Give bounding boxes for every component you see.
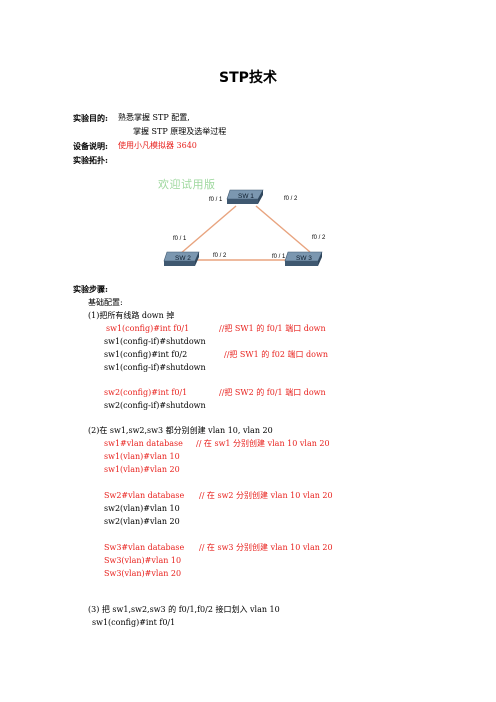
- step1-title: (1)把所有线路 down 掉: [88, 311, 175, 320]
- sw1-label: SW 1: [238, 193, 254, 200]
- switch-sw1: [226, 189, 264, 204]
- page-title: STP技术: [219, 70, 277, 86]
- step2-title: (2)在 sw1,sw2,sw3 都分别创建 vlan 10, vlan 20: [88, 426, 273, 435]
- port-sw1-f02: f0 / 2: [284, 196, 298, 202]
- cmd-line: sw1(config)#int f0/2: [104, 350, 188, 359]
- device-text: 使用小凡模拟器 3640: [118, 141, 197, 150]
- device-label: 设备说明:: [73, 141, 108, 151]
- basic-config-label: 基础配置:: [88, 298, 123, 307]
- port-sw2-f02: f0 / 2: [213, 253, 227, 259]
- cmd-line: Sw2#vlan database: [104, 491, 185, 500]
- switch-sw2: [163, 251, 200, 266]
- purpose-line1: 熟悉掌握 STP 配置,: [118, 113, 190, 122]
- link-sw1-sw3: [255, 205, 311, 253]
- cmd-line: sw1(vlan)#vlan 20: [104, 465, 180, 474]
- cmd-line: sw2(config-if)#shutdown: [104, 401, 206, 410]
- purpose-label: 实验目的:: [73, 113, 108, 123]
- trial-watermark: 欢迎试用版: [158, 178, 216, 191]
- cmd-comment: //把 SW2 的 f0/1 端口 down: [219, 388, 326, 397]
- steps-label: 实验步骤:: [73, 284, 108, 294]
- cmd-line: sw2(config)#int f0/1: [104, 388, 188, 397]
- topology-diagram: SW 1 SW 2 SW 3 f0 / 1 f0 / 2 f0 / 1 f0 /…: [163, 189, 326, 266]
- link-sw1-sw2: [179, 205, 237, 255]
- cmd-line: sw1(config)#int f0/1: [106, 324, 190, 333]
- sw3-label: SW 3: [296, 255, 312, 262]
- port-sw1-f01: f0 / 1: [209, 197, 223, 203]
- topology-label: 实验拓扑:: [73, 155, 108, 165]
- cmd-line: sw1(vlan)#vlan 10: [104, 452, 180, 461]
- port-sw2-f01: f0 / 1: [173, 236, 187, 242]
- cmd-comment: // 在 sw3 分别创建 vlan 10 vlan 20: [199, 543, 333, 552]
- sw2-label: SW 2: [175, 255, 191, 262]
- cmd-line: sw1(config-if)#shutdown: [104, 363, 206, 372]
- cmd-comment: //把 SW1 的 f02 端口 down: [224, 350, 328, 359]
- switch-sw3: [284, 251, 323, 266]
- cmd-line: sw2(vlan)#vlan 10: [104, 504, 180, 513]
- cmd-line: sw1#vlan database: [104, 439, 183, 448]
- port-sw3-f02: f0 / 2: [312, 235, 326, 241]
- cmd-line: sw2(vlan)#vlan 20: [104, 517, 180, 526]
- port-sw3-f01: f0 / 1: [272, 254, 286, 260]
- step3-title: (3) 把 sw1,sw2,sw3 的 f0/1,f0/2 接口划入 vlan …: [88, 605, 280, 614]
- purpose-line2: 掌握 STP 原理及选举过程: [133, 127, 227, 136]
- cmd-comment: // 在 sw1 分别创建 vlan 10 vlan 20: [196, 439, 330, 448]
- cmd-line: sw1(config-if)#shutdown: [104, 337, 206, 346]
- cmd-comment: // 在 sw2 分别创建 vlan 10 vlan 20: [199, 491, 333, 500]
- cmd-line: sw1(config)#int f0/1: [92, 618, 176, 627]
- cmd-line: Sw3(vlan)#vlan 20: [104, 569, 182, 578]
- cmd-line: Sw3(vlan)#vlan 10: [104, 556, 182, 565]
- cmd-comment: //把 SW1 的 f0/1 端口 down: [219, 324, 326, 333]
- cmd-line: Sw3#vlan database: [104, 543, 185, 552]
